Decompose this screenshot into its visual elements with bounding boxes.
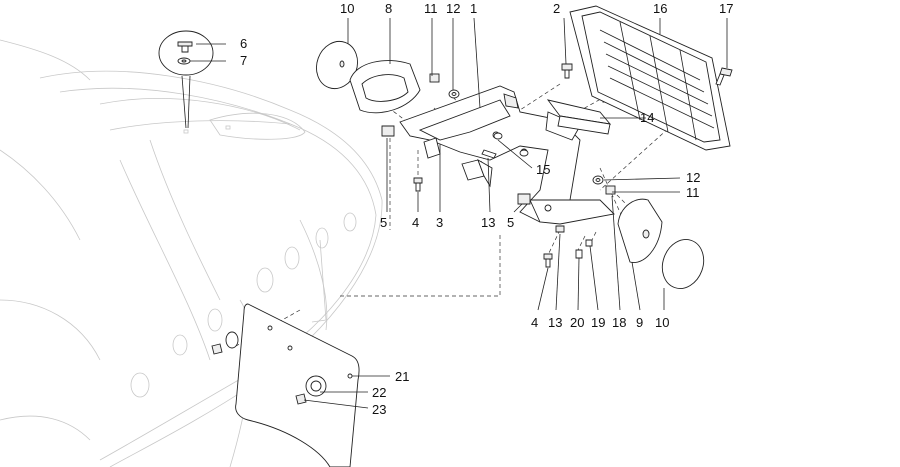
screw-17 bbox=[715, 67, 733, 86]
callout-6: 6 bbox=[240, 36, 247, 51]
pins-20-19 bbox=[575, 239, 593, 259]
callout-12-top: 12 bbox=[446, 1, 460, 16]
callout-4-bottom: 4 bbox=[531, 315, 538, 330]
callout-10-right: 10 bbox=[655, 315, 669, 330]
screw-detail-inset bbox=[158, 30, 214, 129]
leader-lines bbox=[190, 17, 728, 409]
license-plate bbox=[235, 303, 360, 467]
callout-10-top: 10 bbox=[340, 1, 354, 16]
screw-4b bbox=[543, 253, 553, 268]
callout-11-top: 11 bbox=[424, 1, 438, 16]
nut-washer-right bbox=[592, 175, 616, 195]
reflector-holder bbox=[349, 60, 421, 114]
callout-19: 19 bbox=[591, 315, 605, 330]
callout-1: 1 bbox=[470, 1, 477, 16]
plate-hardware bbox=[211, 331, 327, 405]
plate-frame bbox=[569, 5, 731, 151]
callout-18: 18 bbox=[612, 315, 626, 330]
callout-20: 20 bbox=[570, 315, 584, 330]
callout-14: 14 bbox=[640, 110, 654, 125]
screw-13a bbox=[481, 149, 497, 159]
reflector-right bbox=[661, 239, 705, 289]
callout-5-left: 5 bbox=[380, 215, 387, 230]
callout-16: 16 bbox=[653, 1, 667, 16]
rubber-strip bbox=[546, 99, 612, 135]
reflector-top bbox=[316, 40, 358, 90]
callout-13-bottom: 13 bbox=[548, 315, 562, 330]
callout-22: 22 bbox=[372, 385, 386, 400]
callout-15: 15 bbox=[536, 162, 550, 177]
callout-13-left: 13 bbox=[481, 215, 495, 230]
washers-15 bbox=[493, 132, 529, 157]
clips-5 bbox=[381, 125, 531, 205]
callout-12-right: 12 bbox=[686, 170, 700, 185]
screw-13b bbox=[555, 225, 565, 233]
callout-23: 23 bbox=[372, 402, 386, 417]
callout-3: 3 bbox=[436, 215, 443, 230]
callout-labels: 10 8 11 12 1 2 16 17 6 7 14 15 12 11 5 4… bbox=[240, 1, 733, 417]
reflector-bracket-right bbox=[617, 198, 663, 263]
callout-21: 21 bbox=[395, 369, 409, 384]
callout-2: 2 bbox=[553, 1, 560, 16]
callout-7: 7 bbox=[240, 53, 247, 68]
screw-4a bbox=[413, 177, 423, 192]
callout-17: 17 bbox=[719, 1, 733, 16]
callout-5-right: 5 bbox=[507, 215, 514, 230]
nut-washer-top bbox=[429, 73, 460, 99]
callout-11-right: 11 bbox=[686, 185, 700, 200]
small-bracket-3 bbox=[461, 158, 493, 188]
callout-8: 8 bbox=[385, 1, 392, 16]
callout-4-left: 4 bbox=[412, 215, 419, 230]
callout-9: 9 bbox=[636, 315, 643, 330]
